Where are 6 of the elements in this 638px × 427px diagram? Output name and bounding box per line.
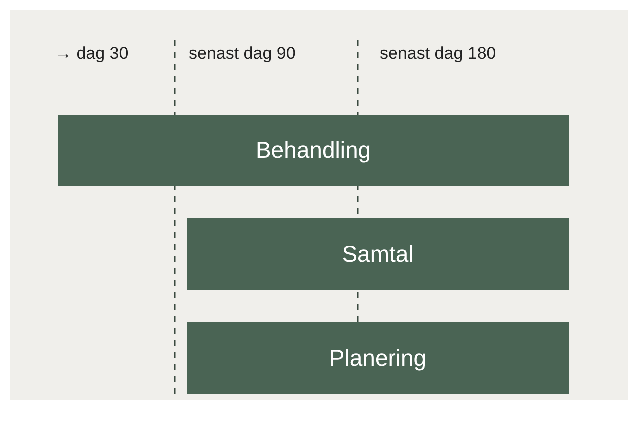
timeline-bar: Planering (187, 322, 569, 394)
period-label: → dag 30 (55, 44, 129, 64)
period-label: senast dag 90 (189, 44, 296, 64)
period-label: senast dag 180 (380, 44, 496, 64)
timeline-bar: Samtal (187, 218, 569, 290)
timeline-bar: Behandling (58, 115, 569, 186)
